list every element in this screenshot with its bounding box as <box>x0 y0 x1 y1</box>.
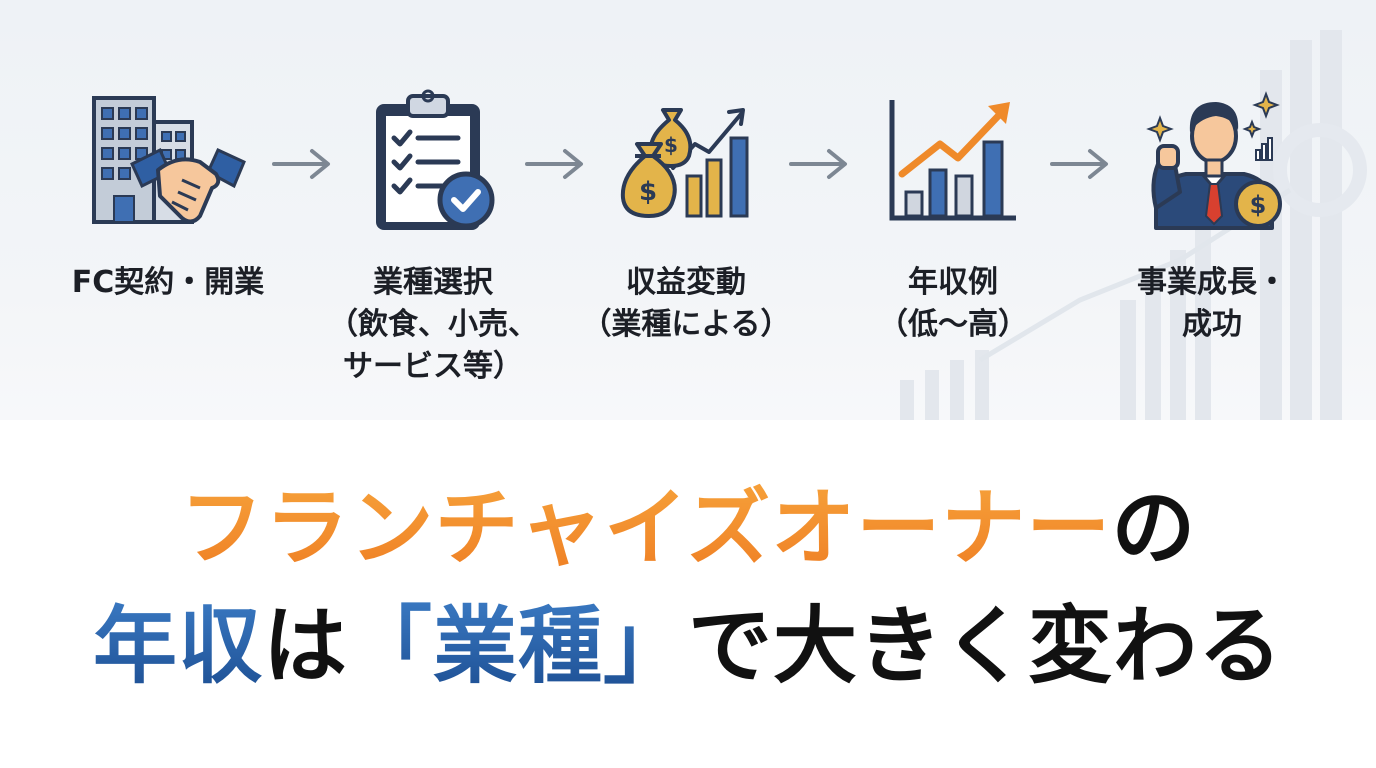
step-label-line: サービス等） <box>343 349 523 384</box>
headline-particle-wa: は <box>262 597 348 695</box>
step-label-line: 年収例 <box>908 265 998 300</box>
step-label-4: 年収例 （低〜高） <box>833 262 1073 346</box>
svg-text:$: $ <box>1250 191 1267 219</box>
step-label-line: 成功 <box>1182 307 1242 342</box>
step-label-1: FC契約・開業 <box>48 262 288 304</box>
background-chart-decoration <box>900 30 1367 420</box>
step-label-line: （飲食、小売、 <box>328 307 538 342</box>
step-label-line: 業種選択 <box>373 265 493 300</box>
successful-businessman-icon: $ <box>1146 91 1282 230</box>
step-label-line: FC契約・開業 <box>71 265 265 300</box>
headline-changes-greatly: で大きく変わる <box>688 597 1284 695</box>
step-label-3: 収益変動 （業種による） <box>566 262 806 346</box>
money-bags-chart-icon: $ $ <box>620 108 749 218</box>
headline-annual-income: 年収 <box>92 597 263 695</box>
step-label-line: （業種による） <box>581 307 791 342</box>
flow-arrow <box>525 149 583 179</box>
flow-arrow <box>272 149 330 179</box>
headline-line-2: 年収は「業種」で大きく変わる <box>0 596 1376 696</box>
clipboard-checklist-icon <box>376 89 495 230</box>
headline-particle-no: の <box>1111 479 1197 577</box>
headline-industry-quoted: 「業種」 <box>348 597 689 695</box>
handshake-building-icon <box>92 96 246 224</box>
rising-bar-chart-icon <box>889 100 1016 221</box>
svg-text:$: $ <box>639 177 657 207</box>
step-label-line: 収益変動 <box>626 265 746 300</box>
process-flow-panel: $ $ <box>0 0 1376 420</box>
headline-line-1: フランチャイズオーナーの <box>0 480 1376 576</box>
step-label-5: 事業成長・ 成功 <box>1092 262 1332 346</box>
flow-arrow <box>789 149 847 179</box>
step-label-2: 業種選択 （飲食、小売、 サービス等） <box>313 262 553 388</box>
step-label-line: 事業成長・ <box>1137 265 1287 300</box>
step-label-line: （低〜高） <box>878 307 1028 342</box>
flow-arrow <box>1050 149 1108 179</box>
svg-text:$: $ <box>664 133 678 157</box>
headline-franchise-owner: フランチャイズオーナー <box>179 479 1112 577</box>
